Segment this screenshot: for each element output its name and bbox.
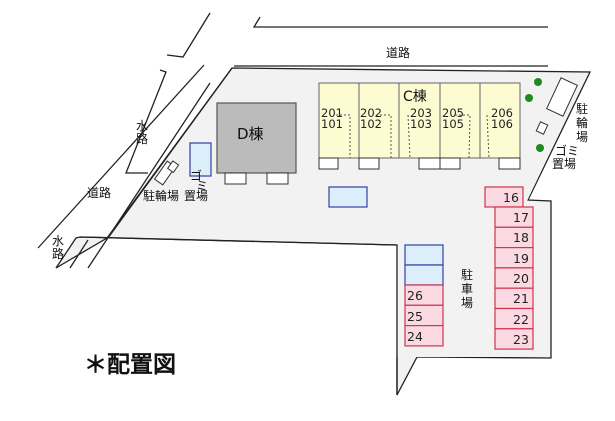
unit-upper: 203 — [410, 106, 432, 120]
road-top-label: 道路 — [386, 45, 410, 60]
unit-lower: 102 — [360, 117, 382, 131]
d-entrance — [266, 172, 289, 185]
garbage-box-right — [535, 121, 549, 135]
building-d[interactable] — [216, 102, 297, 174]
bike-shed-right — [545, 77, 579, 117]
unit-lower: 106 — [491, 117, 513, 131]
parking-number: 22 — [513, 312, 529, 327]
garbage-right-label: ゴミ — [555, 143, 579, 158]
visitor-space — [404, 244, 444, 266]
c-entrance — [318, 157, 339, 170]
parking-label: 場 — [461, 296, 473, 310]
parking-label: 駐 — [461, 267, 473, 282]
parking-number: 19 — [513, 251, 529, 266]
page-title: ＊配置図 — [84, 352, 176, 378]
parking-number: 16 — [503, 190, 519, 205]
parking-number: 26 — [407, 288, 423, 303]
bike-parking-left-label: 駐輪場 — [143, 188, 179, 203]
tree-icon — [525, 94, 533, 102]
garbage-left-label: ゴ — [190, 168, 202, 183]
parking-right: 16 17 18 19 20 21 22 23 — [484, 186, 534, 350]
garbage-box-left — [166, 160, 180, 174]
parking-number: 18 — [513, 230, 529, 245]
building-c-label: C棟 — [403, 89, 427, 105]
bike-parking-right-label: 場 — [576, 130, 588, 144]
visitor-space — [404, 264, 444, 286]
visitor-space — [328, 186, 368, 208]
unit-upper: 201 — [321, 106, 343, 120]
unit-upper: 206 — [491, 106, 513, 120]
parking-number: 25 — [407, 309, 423, 324]
parking-number: 20 — [513, 271, 529, 286]
parking-number: 21 — [513, 291, 529, 306]
parking-label: 車 — [461, 282, 473, 296]
unit-numbers: 201 101 202 102 203 103 205 105 206 106 — [321, 106, 513, 131]
parking-number: 17 — [513, 210, 529, 225]
waterway-bottom-label: 水 — [52, 234, 64, 248]
visitor-space — [189, 142, 212, 177]
tree-icon — [536, 144, 544, 152]
parking-space[interactable] — [404, 325, 444, 347]
c-entrance — [358, 157, 380, 170]
road-lines — [37, 12, 548, 269]
tree-icon — [534, 78, 542, 86]
parking-space[interactable] — [494, 328, 534, 350]
bike-parking-right-label: 駐 — [576, 101, 588, 116]
unit-upper: 202 — [360, 106, 382, 120]
parking-number: 24 — [407, 329, 423, 344]
d-entrance — [224, 172, 247, 185]
waterway-bottom-label: 路 — [52, 246, 64, 261]
c-entrance — [439, 157, 461, 170]
waterway-top-label: 路 — [136, 131, 148, 146]
building-c[interactable] — [318, 82, 521, 159]
building-d-label: D棟 — [237, 125, 264, 143]
unit-lower: 101 — [321, 117, 343, 131]
c-entrance — [418, 157, 441, 170]
garbage-left-label: ミ — [196, 179, 208, 193]
unit-upper: 205 — [442, 106, 464, 120]
garbage-left-label: 置場 — [184, 189, 208, 203]
garbage-right-label: 置場 — [552, 157, 576, 171]
unit-lower: 103 — [410, 117, 432, 131]
parking-number: 23 — [513, 332, 529, 347]
c-entrance — [498, 157, 521, 170]
bike-parking-right-label: 輪 — [576, 115, 588, 130]
parking-left: 26 25 24 — [404, 284, 444, 347]
unit-lower: 105 — [442, 117, 464, 131]
road-left-label: 道路 — [87, 185, 111, 200]
waterway-top-label: 水 — [136, 119, 148, 133]
